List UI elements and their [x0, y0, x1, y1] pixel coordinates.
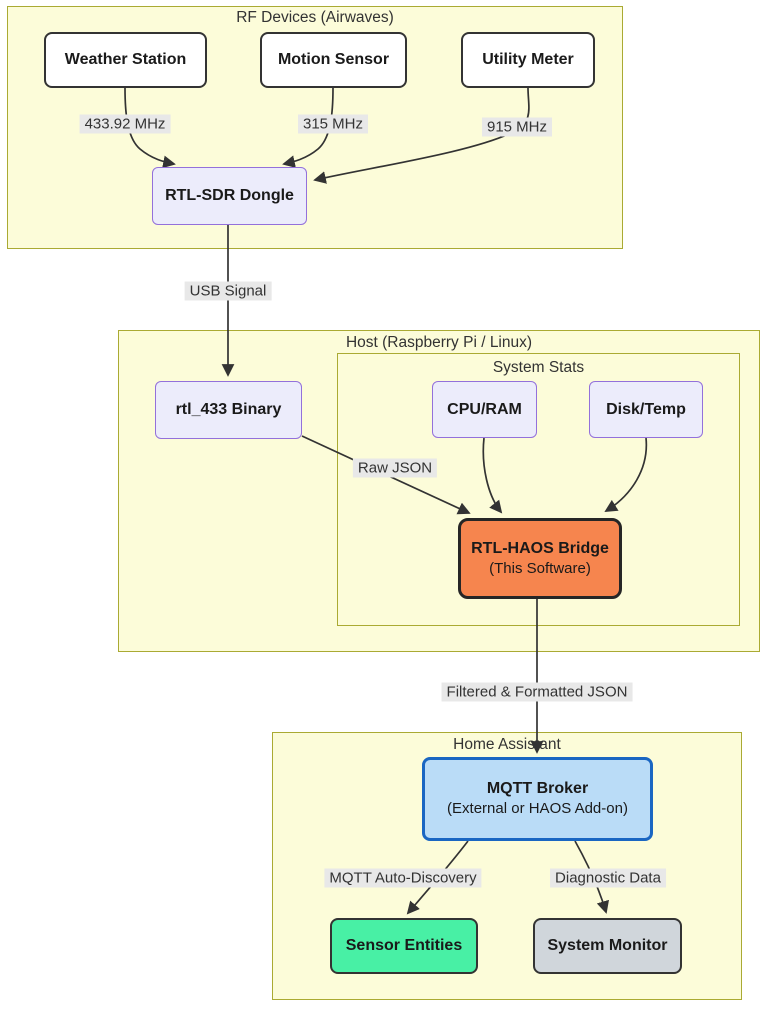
- edge-label-diagnostic-data: Diagnostic Data: [550, 868, 666, 888]
- node-rtl-haos-bridge-label: RTL-HAOS Bridge: [471, 539, 609, 557]
- edge-label-usb-signal: USB Signal: [184, 281, 272, 301]
- node-rtl-sdr-dongle: RTL-SDR Dongle: [152, 167, 307, 225]
- node-rtl-haos-bridge-sublabel: (This Software): [489, 559, 591, 577]
- edge-disktemp-to-bridge: [604, 437, 648, 513]
- node-mqtt-broker-sublabel: (External or HAOS Add-on): [447, 800, 628, 818]
- node-system-monitor-label: System Monitor: [547, 937, 668, 954]
- node-utility-meter: Utility Meter: [461, 32, 595, 88]
- node-mqtt-broker: MQTT Broker (External or HAOS Add-on): [422, 757, 653, 841]
- node-cpu-ram-label: CPU/RAM: [447, 400, 522, 418]
- edge-label-mqtt-auto-discovery: MQTT Auto-Discovery: [324, 868, 482, 888]
- node-sensor-entities-label: Sensor Entities: [345, 937, 463, 954]
- node-weather-station: Weather Station: [44, 32, 207, 88]
- edge-label-915-mhz: 915 MHz: [481, 117, 553, 137]
- node-mqtt-broker-label: MQTT Broker: [486, 780, 589, 798]
- node-rtl-433-binary-label: rtl_433 Binary: [175, 401, 282, 418]
- edge-utility-to-dongle: [313, 87, 530, 184]
- node-rtl-haos-bridge: RTL-HAOS Bridge (This Software): [458, 518, 622, 599]
- cluster-rf-devices-title: RF Devices (Airwaves): [236, 9, 394, 26]
- node-utility-meter-label: Utility Meter: [482, 51, 574, 68]
- cluster-system-stats-title: System Stats: [492, 359, 585, 376]
- edge-label-filtered-json: Filtered & Formatted JSON: [441, 682, 633, 702]
- node-motion-sensor: Motion Sensor: [260, 32, 407, 88]
- node-cpu-ram: CPU/RAM: [432, 381, 537, 438]
- node-rtl-sdr-dongle-label: RTL-SDR Dongle: [165, 187, 294, 204]
- edge-label-raw-json: Raw JSON: [352, 458, 438, 478]
- edge-cpuram-to-bridge: [482, 437, 503, 514]
- node-weather-station-label: Weather Station: [64, 51, 187, 68]
- node-system-monitor: System Monitor: [533, 918, 682, 974]
- node-motion-sensor-label: Motion Sensor: [277, 51, 390, 68]
- edge-motion-to-dongle: [282, 87, 334, 168]
- edge-weather-to-dongle: [124, 87, 176, 169]
- node-disk-temp: Disk/Temp: [589, 381, 703, 438]
- edge-label-315-mhz: 315 MHz: [297, 114, 369, 134]
- edge-label-433-92-mhz: 433.92 MHz: [79, 114, 171, 134]
- node-sensor-entities: Sensor Entities: [330, 918, 478, 974]
- node-rtl-433-binary: rtl_433 Binary: [155, 381, 302, 439]
- node-disk-temp-label: Disk/Temp: [606, 400, 686, 418]
- cluster-host-title: Host (Raspberry Pi / Linux): [345, 334, 533, 351]
